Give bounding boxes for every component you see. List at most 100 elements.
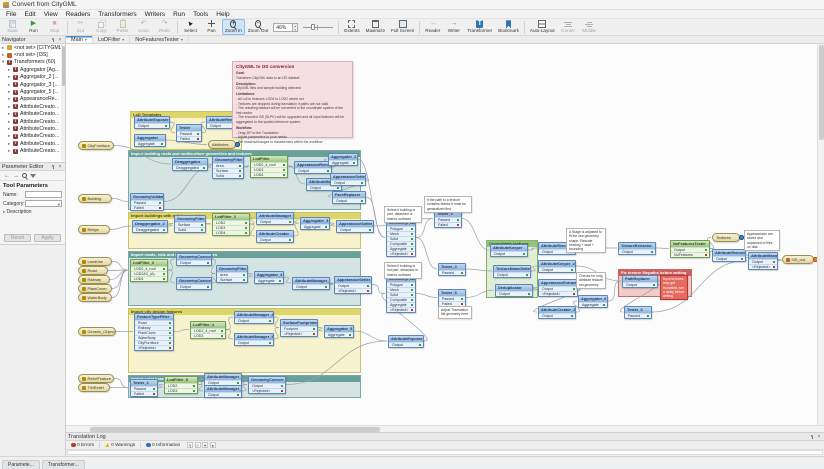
node-port-output[interactable]: Output: [177, 260, 211, 265]
expand-arrow-icon[interactable]: ▸: [8, 118, 11, 124]
node-port-lod2[interactable]: LOD2: [213, 220, 249, 225]
node-attributemanager-8[interactable]: AttributeManager_8Output<Rejected>: [748, 252, 778, 270]
expand-arrow-icon[interactable]: ▸: [8, 148, 11, 154]
toolbar-auto-layout[interactable]: Auto-Layout: [527, 19, 558, 35]
node-port-output[interactable]: Output: [177, 284, 211, 289]
expand-arrow-icon[interactable]: ▸: [8, 96, 11, 102]
node-port-lod3[interactable]: LOD3: [191, 333, 225, 338]
node-port-passed[interactable]: Passed: [131, 200, 163, 205]
node-port-output[interactable]: Output: [205, 380, 241, 385]
tab-nofeaturestester[interactable]: NoFeaturesTester▾: [130, 36, 189, 43]
annotation[interactable]: Checks for long attribute feature set ge…: [576, 272, 606, 289]
zoom-slider[interactable]: [303, 23, 334, 32]
node-port-solid[interactable]: Solid: [213, 173, 243, 178]
toolbar-stop[interactable]: ■Stop: [44, 19, 65, 35]
node-port-output[interactable]: Output: [335, 283, 371, 288]
apply-button[interactable]: Apply: [34, 234, 61, 242]
node-port-output[interactable]: Output: [337, 227, 373, 232]
node-port-footprint[interactable]: Footprint: [281, 326, 317, 331]
menu-transformers[interactable]: Transformers: [98, 10, 137, 18]
navigator-item-not-set-i3s[interactable]: ▸<not set> [I3S]: [0, 51, 65, 58]
scrollbar-thumb[interactable]: [819, 45, 824, 140]
node-port-rejected[interactable]: <Rejected>: [135, 345, 173, 350]
node-port-output[interactable]: Output: [235, 340, 273, 345]
node-port-lod4[interactable]: LOD4: [251, 172, 287, 177]
search-icon[interactable]: [22, 173, 27, 178]
node-port-failed[interactable]: Failed: [177, 136, 201, 141]
node-port-aggregate[interactable]: Aggregate: [135, 141, 165, 146]
node-port-passed[interactable]: Passed: [439, 270, 465, 275]
reader-feature-landuse[interactable]: LandUse: [78, 257, 112, 266]
node-port-output[interactable]: Output: [331, 180, 365, 185]
toolbar-copy[interactable]: Copy: [91, 19, 112, 35]
junction-port-icon[interactable]: [235, 142, 240, 147]
node-port-rejected[interactable]: <Rejected>: [249, 388, 285, 393]
close-icon[interactable]: ×: [58, 163, 62, 170]
node-port-aggregate[interactable]: Aggregate: [255, 278, 283, 283]
node-port-solid[interactable]: Solid: [175, 227, 205, 232]
node-port-failed[interactable]: Failed: [435, 222, 461, 227]
node-port-lod4[interactable]: LOD4: [213, 230, 249, 235]
node-port-composite[interactable]: Composite: [387, 297, 415, 302]
junction-port-icon[interactable]: [739, 235, 744, 240]
menu-tools[interactable]: Tools: [193, 10, 209, 18]
node-port-solid[interactable]: Solid: [387, 236, 415, 241]
close-icon[interactable]: ×: [58, 36, 62, 43]
toolbar-paste[interactable]: Paste: [112, 19, 133, 35]
node-port-output[interactable]: Output: [539, 313, 575, 318]
node-port-lod2-3-a[interactable]: LOD2&3_(A): [131, 271, 167, 276]
node-port-output[interactable]: Output: [389, 342, 423, 347]
node-port-composite[interactable]: Composite: [387, 241, 415, 246]
node-port-area[interactable]: Area: [217, 272, 247, 277]
node-port-aggregate[interactable]: Aggregate: [301, 224, 329, 229]
warnings-filter[interactable]: 0 Warnings: [103, 443, 137, 448]
filter-icon[interactable]: [30, 173, 36, 178]
writer-port-icon[interactable]: [813, 257, 817, 262]
node-port-passed[interactable]: Passed: [177, 131, 201, 136]
horizontal-scrollbar[interactable]: [66, 425, 824, 432]
node-port-output[interactable]: Output: [307, 185, 341, 190]
node-port-output[interactable]: Output: [619, 249, 655, 254]
node-port-rejected[interactable]: <Rejected>: [539, 291, 577, 296]
annotation[interactable]: If the path to a texture contains blanks…: [424, 196, 472, 213]
node-port-road[interactable]: Road: [135, 320, 173, 325]
menu-help[interactable]: Help: [216, 10, 230, 18]
node-port-aggregate[interactable]: Aggregate: [325, 332, 353, 337]
node-port-polygon[interactable]: Polygon: [387, 226, 415, 231]
node-port-output[interactable]: Output: [623, 282, 657, 287]
node-port-output[interactable]: Output: [671, 247, 709, 252]
log-list-icon[interactable]: ≡: [194, 442, 201, 448]
pin-icon[interactable]: [809, 434, 815, 440]
toolbar-center[interactable]: Center: [558, 19, 579, 35]
